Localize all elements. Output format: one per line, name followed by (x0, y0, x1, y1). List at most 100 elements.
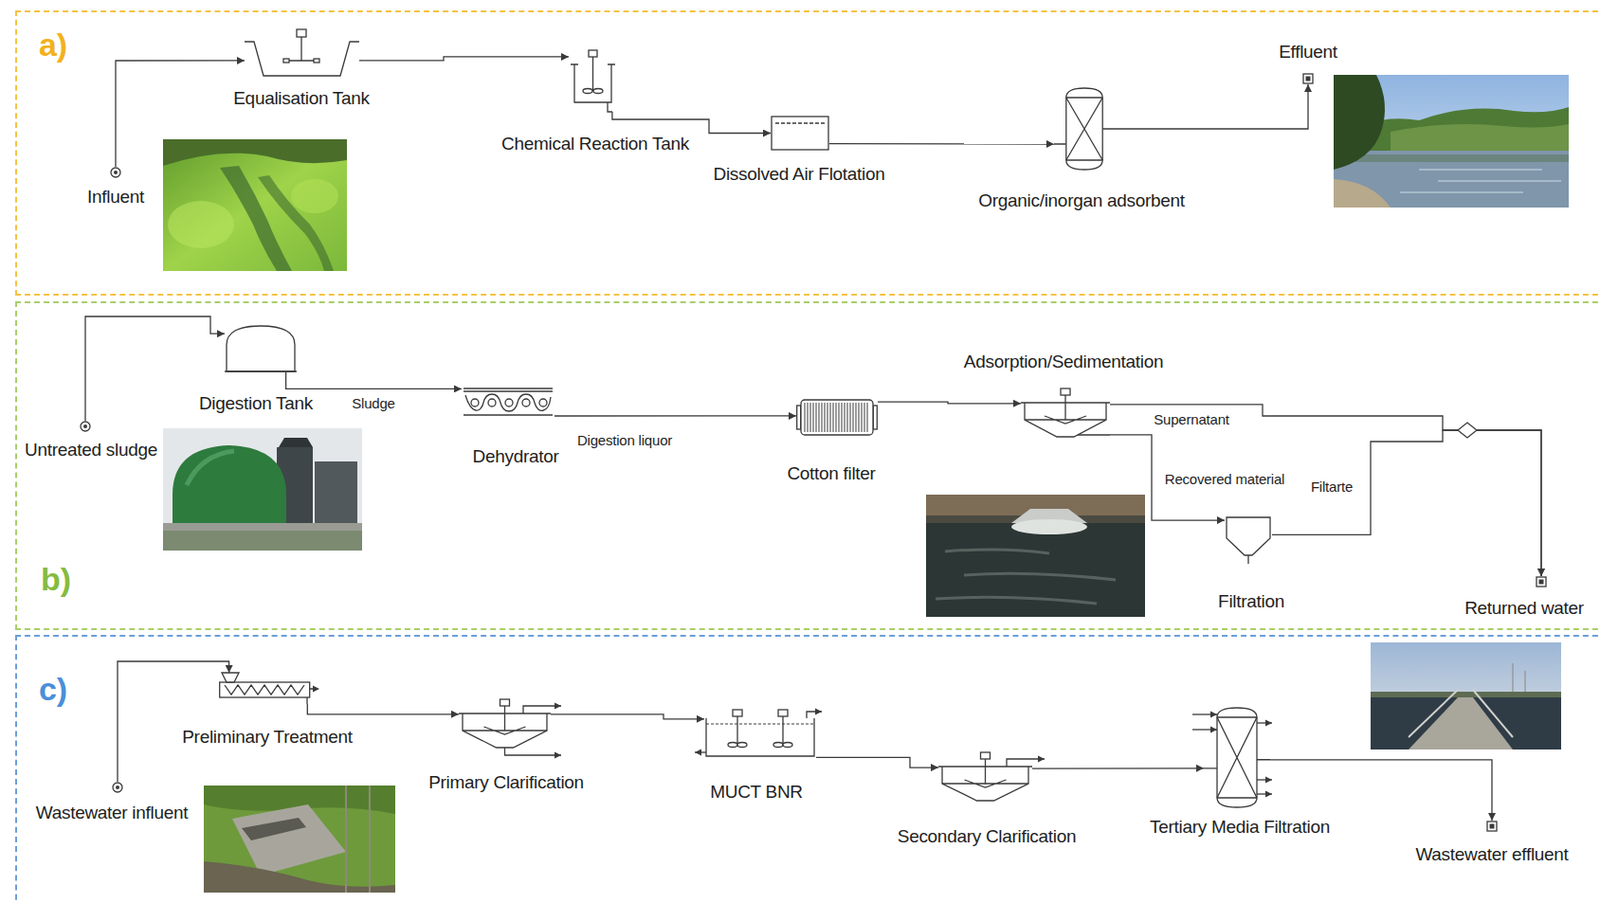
flow-label: Filtarte (1309, 478, 1355, 495)
graphic-part (1536, 577, 1546, 587)
graphic-part (588, 50, 598, 57)
equipment-symbol (796, 398, 878, 437)
unit-label: Dissolved Air Flotation (712, 163, 885, 185)
process-unit: Organic/inorgan adsorbent (1054, 84, 1115, 174)
flow-line (359, 56, 569, 61)
graphic-part (800, 400, 873, 436)
graphic-part (775, 122, 825, 124)
unit-label: Wastewater influent (36, 802, 188, 824)
flow-line (115, 60, 245, 167)
graphic-part (1400, 169, 1562, 193)
graphic-part (1265, 791, 1273, 799)
equipment-symbol (244, 28, 360, 79)
graphic-part (727, 743, 738, 748)
equipment-symbol (938, 751, 1033, 806)
unit-label: Dehydrator (472, 446, 560, 468)
graphic-part (278, 437, 313, 448)
process-unit: MUCT BNR (704, 709, 817, 761)
panel-letter: c) (38, 671, 68, 708)
graphic-part (290, 179, 339, 214)
unit-label: Tertiary Media Filtration (1149, 817, 1330, 838)
graphic-part (83, 424, 88, 429)
graphic-part (1333, 74, 1385, 170)
graphic-part (110, 167, 121, 178)
graphic-part (1333, 179, 1391, 208)
unit-label: Adsorption/Sedimentation (963, 351, 1164, 373)
graphic-part (465, 394, 551, 412)
graphic-part (522, 399, 530, 407)
graphic-part (113, 170, 118, 175)
process-unit: Effluent (1302, 72, 1314, 85)
graphic-part (221, 672, 239, 683)
equipment-symbol (1020, 387, 1110, 441)
graphic-part (1210, 727, 1218, 734)
graphic-part (1210, 711, 1218, 719)
graphic-part (593, 56, 614, 112)
flow-line (816, 757, 939, 768)
equipment-symbol (1486, 820, 1498, 833)
algae-photo (163, 139, 347, 272)
clarifier-photo (926, 494, 1146, 618)
graphic-part (163, 530, 363, 551)
graphic-part (1011, 519, 1088, 535)
equipment-symbol (458, 698, 551, 752)
unit-label: Organic/inorgan adsorbent (978, 190, 1184, 212)
process-unit: Dissolved Air Flotation (770, 115, 830, 151)
unit-label: Returned water (1464, 598, 1584, 619)
graphic-part (203, 785, 396, 893)
graphic-part (1226, 517, 1271, 556)
graphic-part (1020, 395, 1110, 436)
flow-line (286, 372, 462, 389)
unit-label: Untreated sludge (24, 439, 158, 461)
process-unit: Chemical Reaction Tank (568, 49, 618, 112)
graphic-part (1333, 154, 1569, 163)
unit-label: Wastewater effluent (1415, 844, 1568, 866)
process-unit: Filtration (1224, 515, 1273, 564)
graphic-part (935, 549, 1116, 604)
process-unit: Untreated sludge (79, 420, 91, 433)
graphic-part (1054, 97, 1115, 161)
graphic-part (1060, 388, 1071, 396)
process-unit: Secondary Clarification (938, 751, 1033, 806)
process-unit: Returned water (1535, 576, 1547, 588)
flow-line (550, 714, 705, 720)
process-unit: Cotton filter (796, 398, 878, 437)
graphic-part (782, 743, 793, 748)
graphic-part (471, 399, 479, 407)
panel-letter: b) (40, 561, 72, 598)
graphic-part (186, 451, 235, 486)
graphic-part (345, 785, 370, 893)
equipment-symbol (461, 385, 555, 419)
graphic-part (284, 36, 319, 61)
mixer-diamond (1457, 422, 1477, 438)
process-unit: Wastewater influent (111, 781, 124, 794)
graphic-part (1370, 697, 1562, 750)
unit-label: Secondary Clarification (897, 826, 1076, 848)
graphic-part (1487, 821, 1497, 832)
unit-label: MUCT BNR (709, 781, 803, 803)
graphic-part (232, 804, 346, 876)
graphic-part (737, 743, 747, 748)
unit-label: Influent (87, 186, 145, 208)
flow-label: Recovered material (1163, 471, 1287, 488)
process-unit: Tertiary Media Filtration (1203, 704, 1271, 812)
flow-line (117, 661, 230, 782)
flow-line (554, 415, 797, 417)
equipment-symbol (1302, 72, 1314, 85)
graphic-part (554, 752, 562, 760)
graphic-part (706, 724, 815, 726)
graphic-part (241, 818, 307, 841)
flow-label: Digestion liquor (575, 432, 674, 449)
graphic-part (773, 743, 783, 748)
flow-line (1114, 84, 1309, 129)
graphic-part (554, 703, 562, 710)
graphic-part (1539, 580, 1545, 585)
equipment-symbol (218, 672, 320, 705)
graphic-part (1303, 73, 1313, 84)
panel-letter: a) (38, 26, 68, 63)
flow-line (1032, 767, 1204, 770)
flow-line (1272, 430, 1542, 577)
process-unit: Digestion Tank (224, 324, 297, 373)
equipment-symbol (568, 49, 618, 112)
